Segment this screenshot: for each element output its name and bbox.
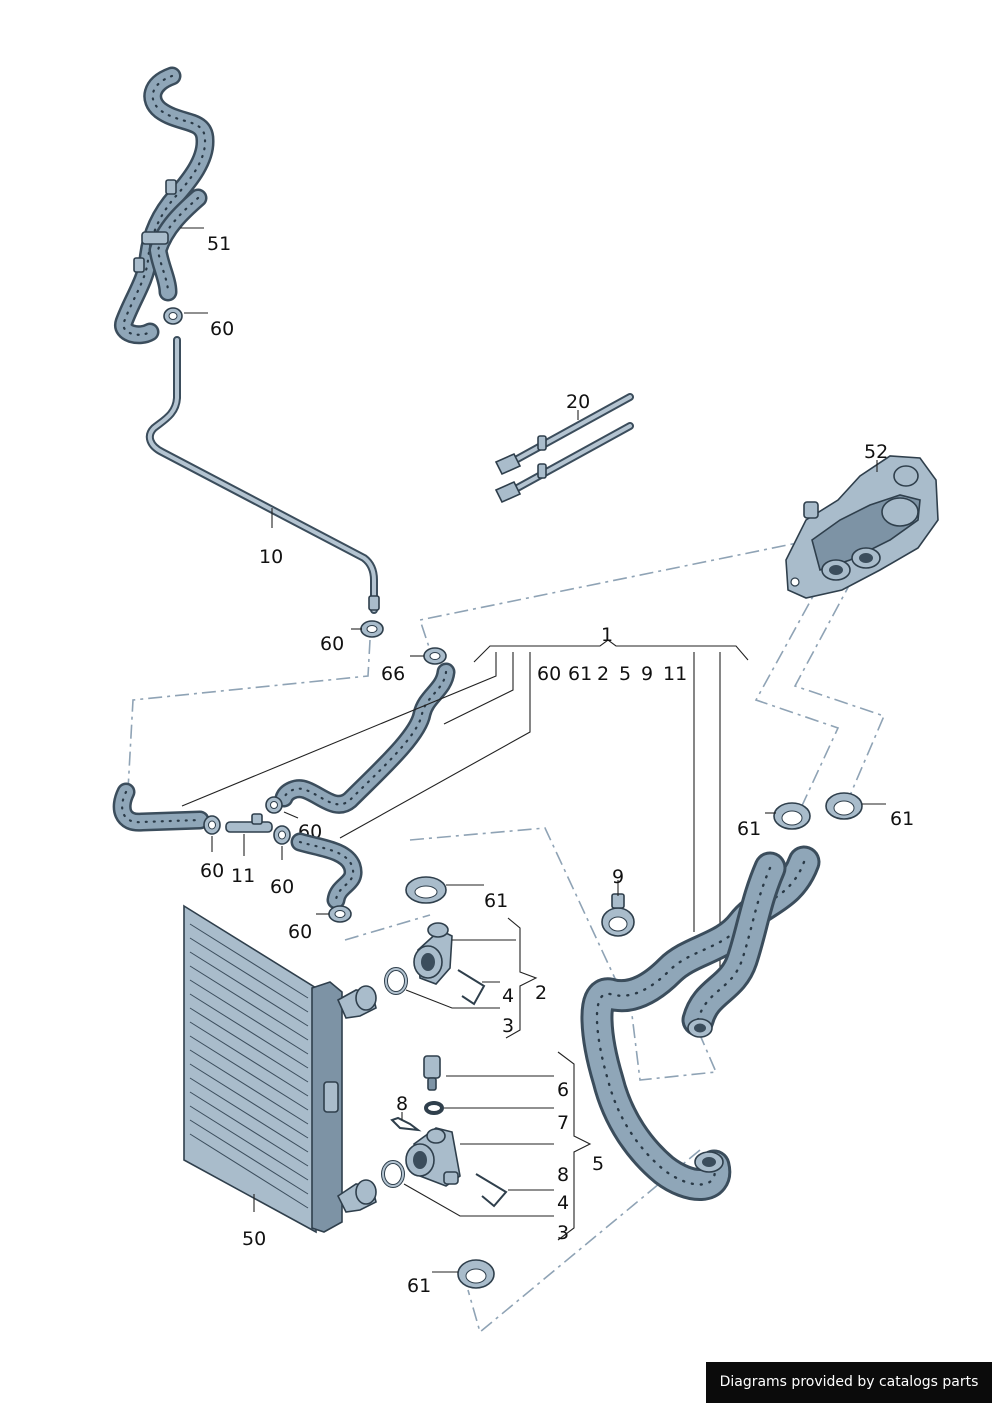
hose-clamp-66 — [423, 647, 447, 665]
credit-banner: Diagrams provided by catalogs parts — [706, 1362, 992, 1403]
label-1: 1 — [601, 624, 613, 646]
label-10: 10 — [259, 546, 283, 568]
kit-item-9: 9 — [641, 663, 653, 685]
label-2: 2 — [535, 982, 547, 1004]
coolant-hose-left — [112, 782, 210, 832]
label-4-upper: 4 — [502, 985, 514, 1007]
label-60-pipe: 60 — [320, 633, 344, 655]
hose-clamp-60-right — [273, 825, 291, 845]
label-3-upper: 3 — [502, 1015, 514, 1037]
label-5: 5 — [592, 1153, 604, 1175]
connection-piece-lower — [381, 1127, 508, 1208]
label-20: 20 — [566, 391, 590, 413]
hose-clamp-9 — [601, 893, 635, 937]
temperature-sender-6 — [423, 1055, 441, 1091]
label-60-upper: 60 — [210, 318, 234, 340]
label-52: 52 — [864, 441, 888, 463]
kit-bracket-1 — [473, 639, 749, 663]
label-60-right: 60 — [270, 876, 294, 898]
label-61-bottom: 61 — [407, 1275, 431, 1297]
coolant-pipe-10 — [145, 336, 380, 614]
radiator-50 — [183, 904, 377, 1234]
retaining-clip-8 — [390, 1116, 422, 1132]
hose-clamp-60-top — [265, 796, 283, 814]
kit-item-61: 61 — [568, 663, 592, 685]
kit-item-2: 2 — [597, 663, 609, 685]
kit-item-60: 60 — [537, 663, 561, 685]
hose-clamp-61-middle — [405, 876, 447, 904]
label-7: 7 — [557, 1112, 569, 1134]
hose-clamp-60-pipe — [360, 620, 384, 638]
label-60-radiator: 60 — [288, 921, 312, 943]
label-61-flange-left: 61 — [737, 818, 761, 840]
kit-item-5: 5 — [619, 663, 631, 685]
hose-clamp-60-radiator — [328, 905, 352, 923]
label-3-lower: 3 — [557, 1222, 569, 1244]
label-9: 9 — [612, 866, 624, 888]
vent-hose-51 — [114, 66, 215, 345]
kit-item-11: 11 — [663, 663, 687, 685]
label-61-flange-right: 61 — [890, 808, 914, 830]
coolant-hose-secondary — [681, 851, 787, 1038]
hose-clamp-61-left — [773, 802, 811, 830]
label-8-clip: 8 — [396, 1093, 408, 1115]
label-61-middle: 61 — [484, 890, 508, 912]
label-6: 6 — [557, 1079, 569, 1101]
label-11: 11 — [231, 865, 255, 887]
hose-clamp-61-bottom — [457, 1259, 495, 1289]
label-60-left: 60 — [200, 860, 224, 882]
coolant-flange-52 — [785, 455, 939, 599]
hose-clamp-61-right — [825, 792, 863, 820]
connection-piece-upper — [384, 922, 486, 1006]
assembly-guide-lines — [127, 539, 886, 1334]
label-8: 8 — [557, 1164, 569, 1186]
hose-clamp-60-upper — [163, 307, 183, 325]
o-ring-7 — [424, 1101, 444, 1115]
hose-clamp-60-left — [203, 815, 221, 835]
label-51: 51 — [207, 233, 231, 255]
label-50: 50 — [242, 1228, 266, 1250]
label-66: 66 — [381, 663, 405, 685]
connector-11 — [225, 813, 273, 833]
coolant-hose-upper-loop — [274, 662, 456, 814]
label-4-lower: 4 — [557, 1192, 569, 1214]
retaining-rods-20 — [494, 393, 634, 504]
coolant-hose-radiator-top — [290, 832, 363, 910]
